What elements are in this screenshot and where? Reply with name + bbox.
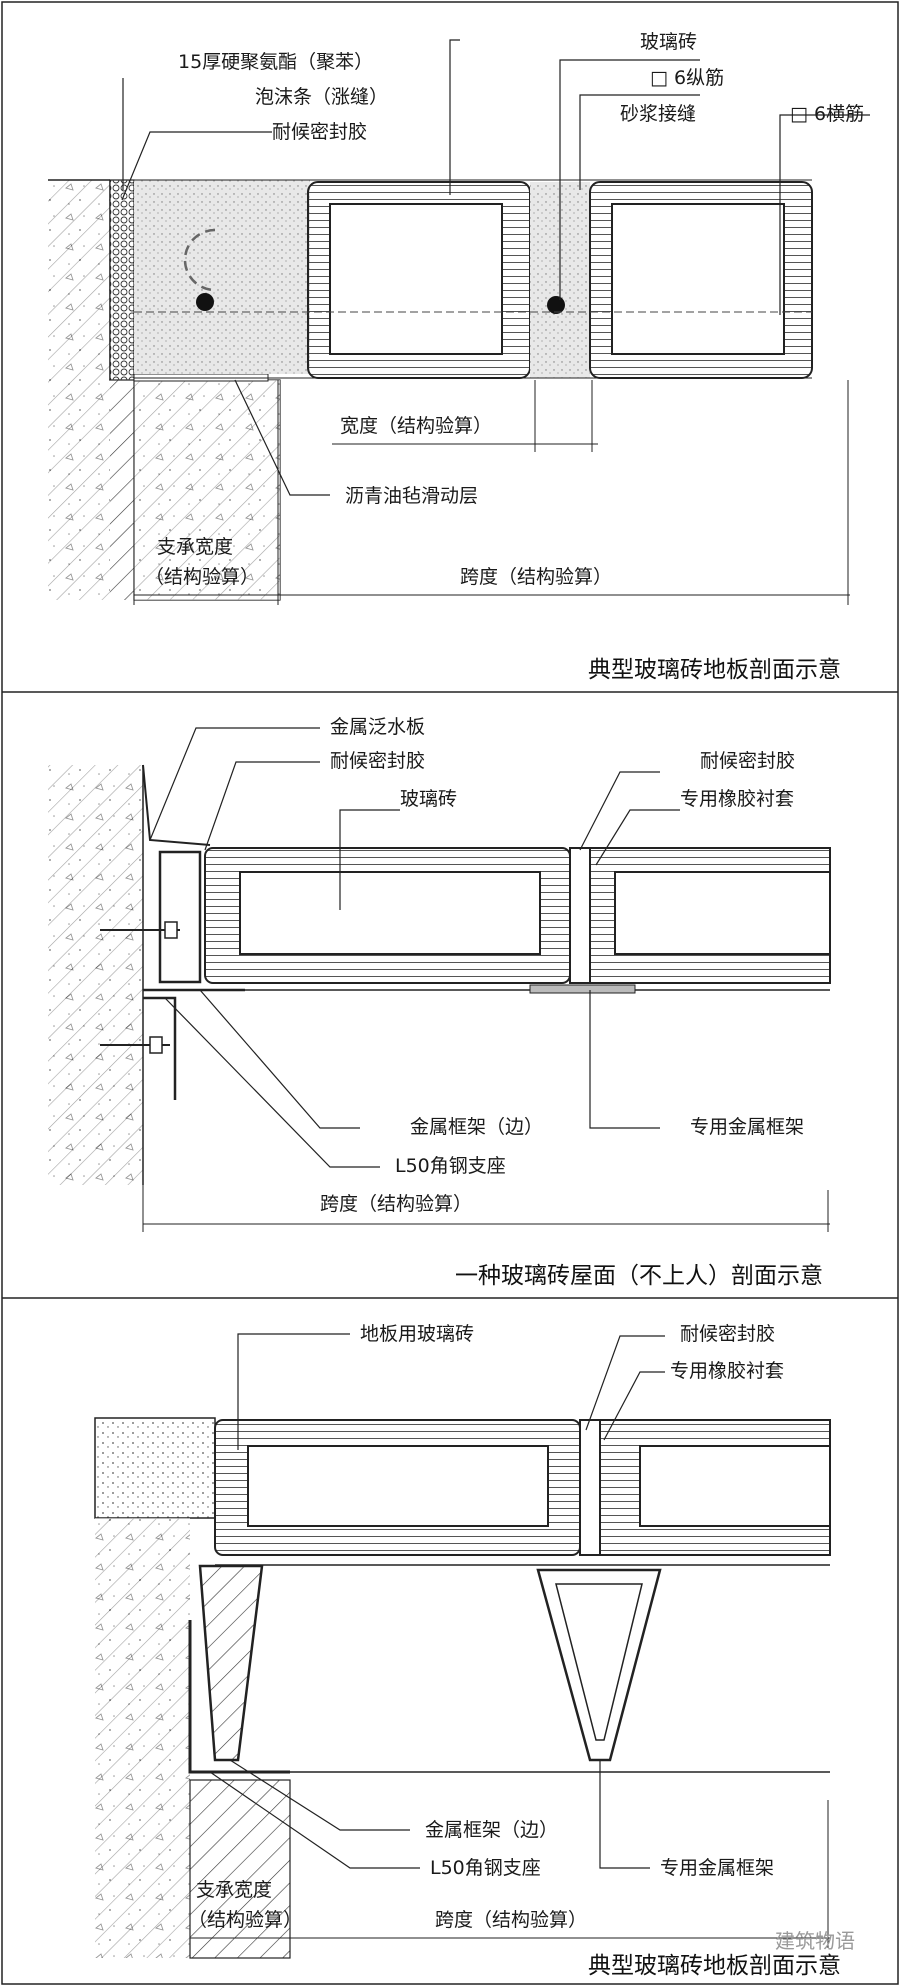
metal-frame-edge bbox=[158, 850, 202, 984]
label-mortar: 砂浆接缝 bbox=[620, 103, 696, 125]
label-angle-steel: L50角钢支座 bbox=[430, 1857, 541, 1879]
label-support-width: 支承宽度 bbox=[196, 1879, 272, 1901]
panel-2: 金属泛水板 耐候密封胶 玻璃砖 耐候密封胶 专用橡胶衬套 金属框架（边） 专用金… bbox=[48, 716, 831, 1289]
joint-frame bbox=[579, 1419, 601, 1556]
label-floor-brick: 地板用玻璃砖 bbox=[360, 1323, 474, 1345]
label-support-width: 支承宽度 bbox=[157, 536, 233, 558]
label-width: 宽度（结构验算） bbox=[340, 415, 492, 437]
label-span: 跨度（结构验算） bbox=[435, 1909, 587, 1931]
label-rubber-sleeve: 专用橡胶衬套 bbox=[670, 1360, 784, 1382]
label-rubber-sleeve: 专用橡胶衬套 bbox=[680, 788, 794, 810]
label-felt: 沥青油毡滑动层 bbox=[345, 485, 478, 507]
label-foam: 15厚硬聚氨酯（聚苯） bbox=[178, 51, 373, 73]
watermark: 建筑物语 bbox=[775, 1929, 855, 1953]
joint-frame bbox=[569, 847, 591, 984]
label-span: 跨度（结构验算） bbox=[460, 566, 612, 588]
rebar-dot bbox=[196, 293, 214, 311]
wall-concrete bbox=[48, 180, 110, 600]
panel-1-title: 典型玻璃砖地板剖面示意 bbox=[588, 657, 841, 683]
special-metal-frame bbox=[529, 984, 636, 994]
label-support-width-note: （结构验算） bbox=[188, 1909, 302, 1931]
label-sealant-left: 耐候密封胶 bbox=[330, 750, 425, 772]
angle-steel bbox=[143, 996, 177, 1100]
rebar-dot bbox=[547, 296, 565, 314]
label-sealant-right: 耐候密封胶 bbox=[700, 750, 795, 772]
label-angle-steel: L50角钢支座 bbox=[395, 1155, 506, 1177]
label-span: 跨度（结构验算） bbox=[320, 1193, 472, 1215]
label-special-frame: 专用金属框架 bbox=[660, 1857, 774, 1879]
panel-1: 15厚硬聚氨酯（聚苯） 泡沫条（涨缝） 耐候密封胶 玻璃砖 □ 6纵筋 砂浆接缝… bbox=[48, 31, 870, 683]
mortar-edge bbox=[134, 180, 310, 374]
metal-frame-edge bbox=[198, 1564, 264, 1762]
special-metal-frame bbox=[536, 1568, 662, 1762]
label-trans-bar: □ 6横筋 bbox=[790, 103, 864, 125]
panel-3-title: 典型玻璃砖地板剖面示意 bbox=[588, 1953, 841, 1979]
label-metal-frame-edge: 金属框架（边） bbox=[410, 1116, 543, 1138]
label-sealant: 耐候密封胶 bbox=[272, 121, 367, 143]
label-flashing: 金属泛水板 bbox=[330, 716, 425, 738]
label-special-frame: 专用金属框架 bbox=[690, 1116, 804, 1138]
label-support-width-note: （结构验算） bbox=[145, 566, 259, 588]
label-glass-brick: 玻璃砖 bbox=[640, 31, 697, 53]
panel-3: 地板用玻璃砖 耐候密封胶 专用橡胶衬套 金属框架（边） L50角钢支座 专用金属… bbox=[94, 1323, 855, 1979]
label-sealant: 耐候密封胶 bbox=[680, 1323, 775, 1345]
angle-steel bbox=[188, 1620, 290, 1774]
label-glass-brick: 玻璃砖 bbox=[400, 788, 457, 810]
label-long-bar: □ 6纵筋 bbox=[650, 67, 724, 89]
label-foam-strip: 泡沫条（涨缝） bbox=[255, 86, 388, 108]
panel-2-title: 一种玻璃砖屋面（不上人）剖面示意 bbox=[455, 1263, 823, 1289]
label-metal-frame-edge: 金属框架（边） bbox=[425, 1819, 558, 1841]
slab-concrete bbox=[94, 1417, 216, 1519]
support-ledge bbox=[189, 1779, 291, 1959]
foam-strip bbox=[109, 179, 135, 381]
